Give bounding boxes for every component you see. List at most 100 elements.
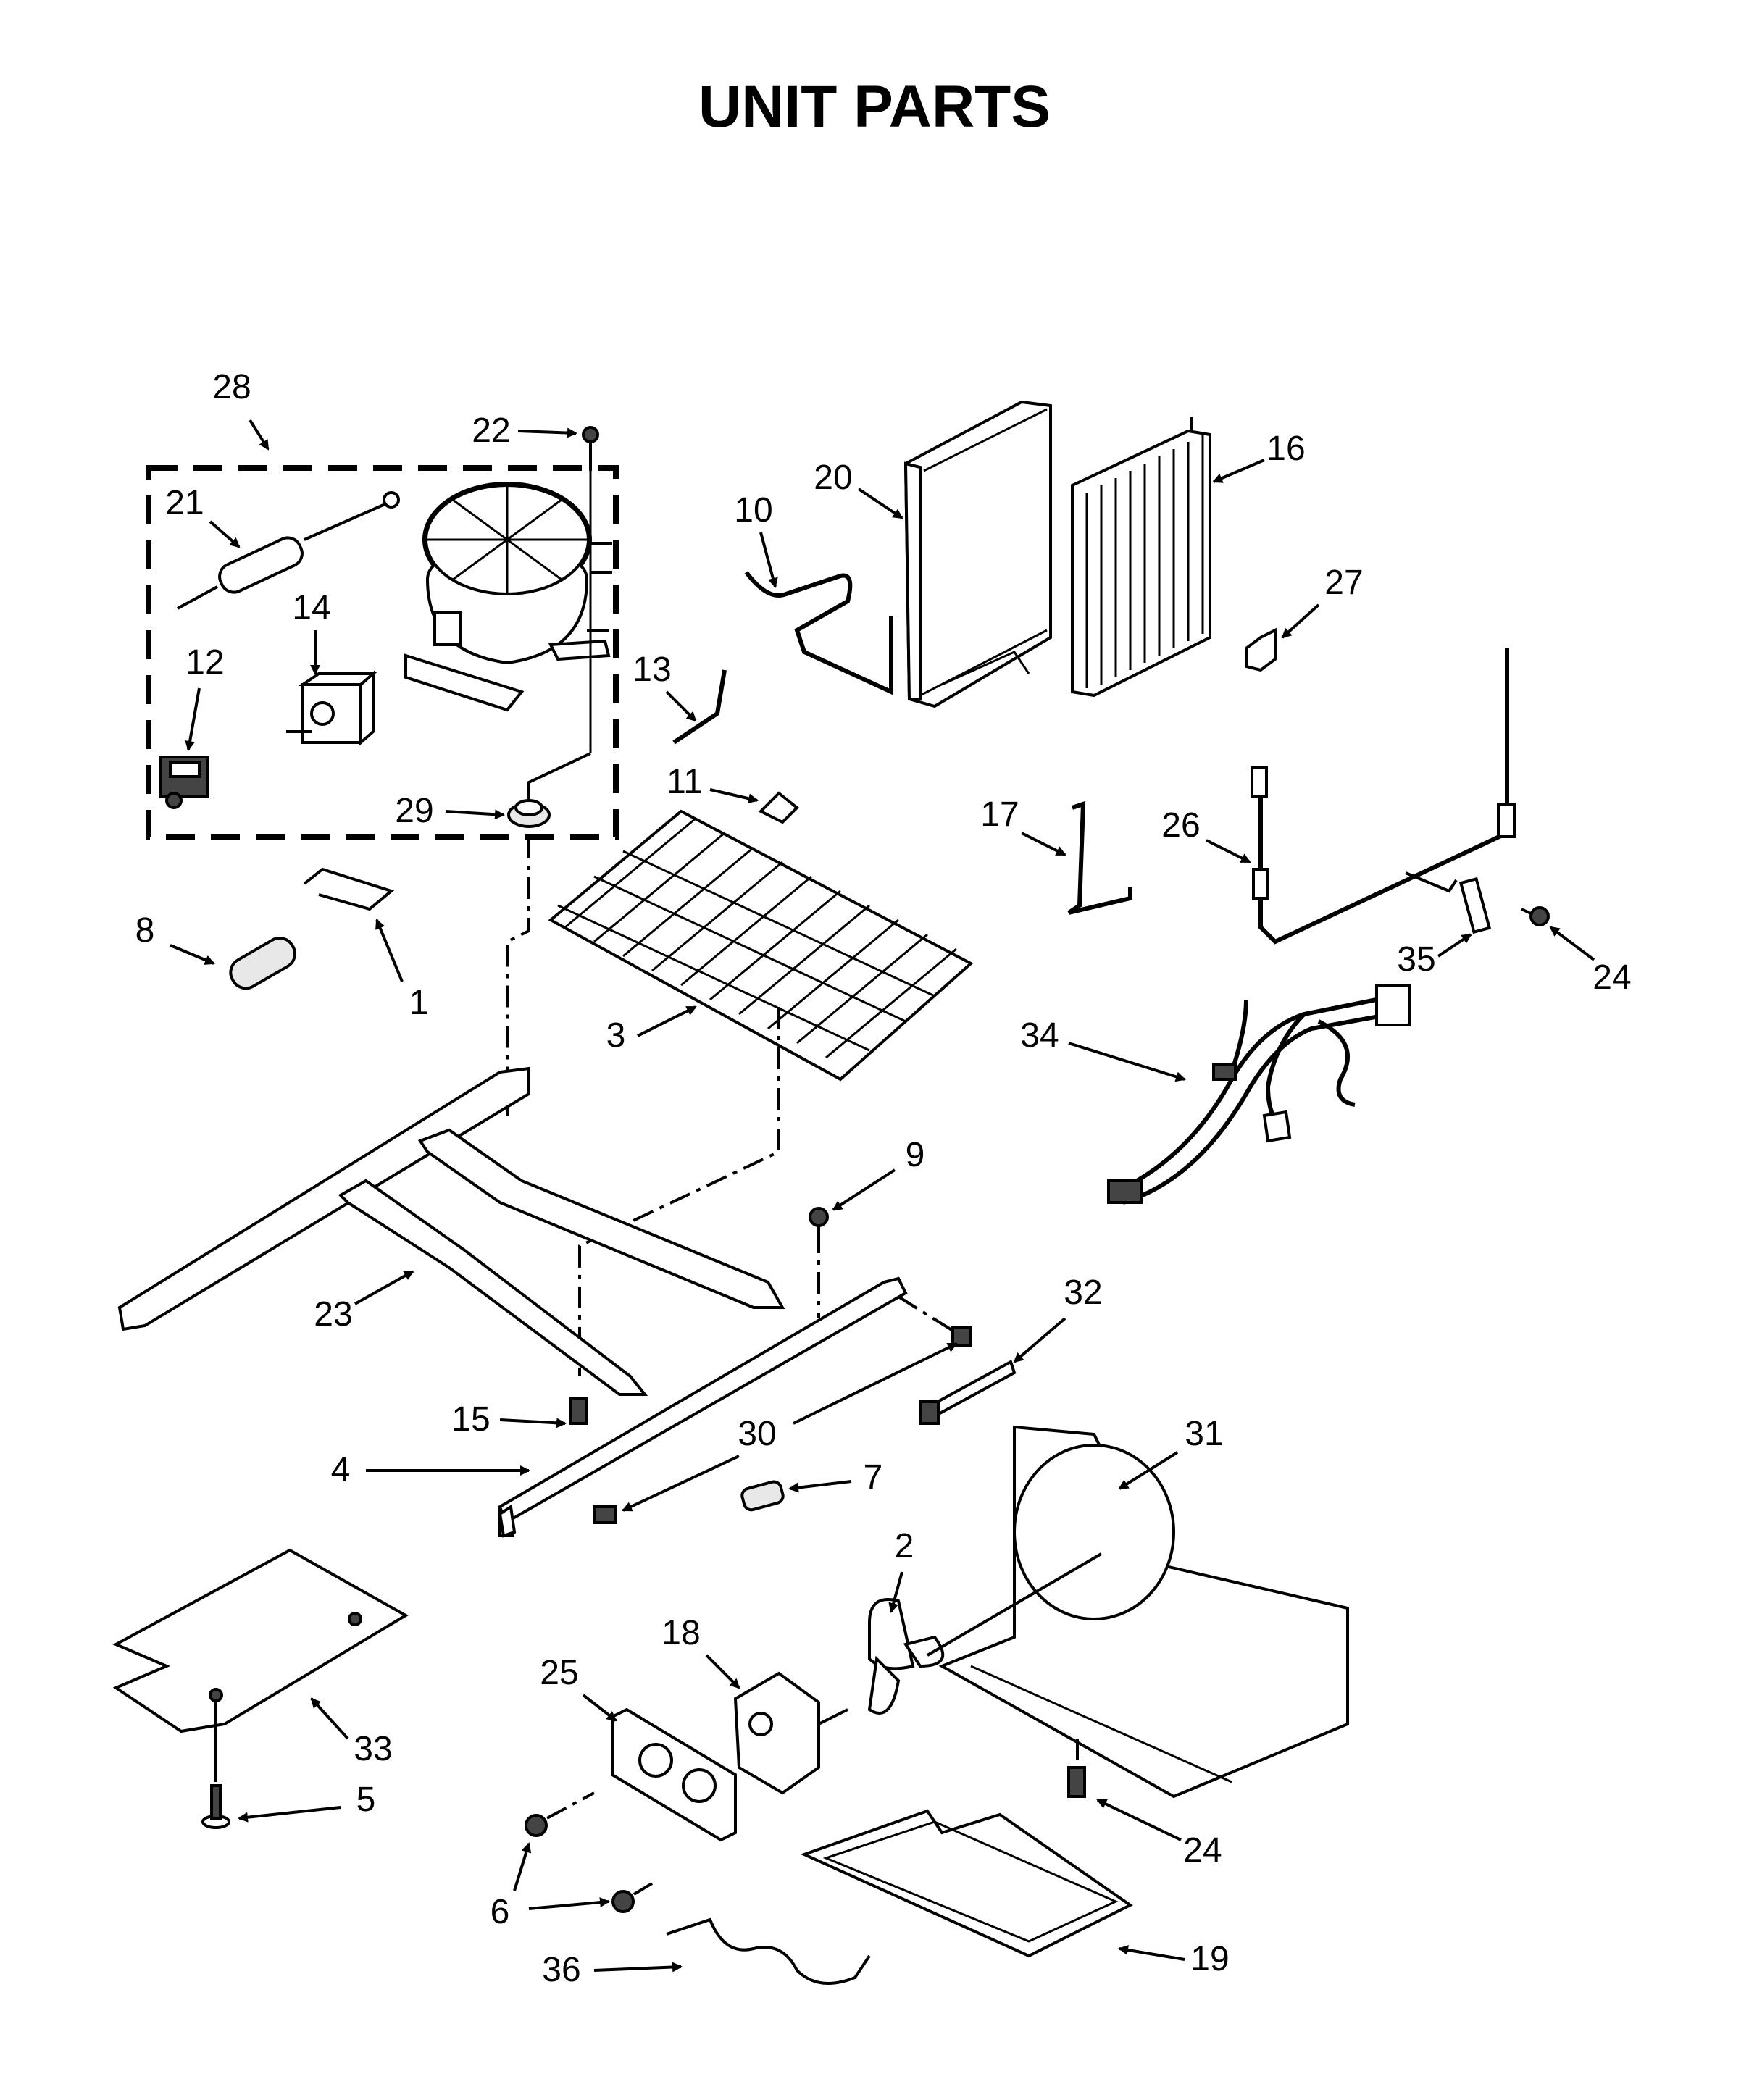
- fan-blade-part: [867, 1552, 1103, 1715]
- svg-text:10: 10: [734, 491, 772, 530]
- clip-11-part: [758, 791, 799, 824]
- svg-text:30: 30: [738, 1415, 776, 1453]
- evaporator-part: [548, 809, 974, 1082]
- plug-7-part: [740, 1480, 785, 1512]
- callout-24-bottom: 24: [1096, 1799, 1222, 1870]
- svg-text:24: 24: [1593, 958, 1631, 997]
- bracket-25-part: [611, 1707, 737, 1842]
- svg-text:12: 12: [185, 643, 224, 682]
- svg-text:14: 14: [292, 589, 330, 627]
- svg-text:22: 22: [472, 411, 510, 450]
- svg-text:24: 24: [1183, 1831, 1222, 1870]
- svg-text:7: 7: [864, 1458, 883, 1497]
- drain-tray-part: [800, 1809, 1133, 1958]
- callout-18: 18: [661, 1614, 740, 1689]
- overload-part: [159, 756, 209, 809]
- svg-text:3: 3: [606, 1016, 626, 1055]
- tube-35-part: [1458, 877, 1492, 934]
- callout-12: 12: [185, 643, 225, 751]
- tube-13-part: [672, 669, 727, 745]
- svg-text:19: 19: [1190, 1940, 1229, 1978]
- callout-11: 11: [667, 763, 759, 804]
- svg-text:36: 36: [542, 1951, 580, 1989]
- svg-text:20: 20: [814, 459, 852, 497]
- callout-29: 29: [395, 792, 505, 830]
- tube-10-part: [744, 571, 893, 695]
- svg-text:1: 1: [409, 984, 429, 1022]
- fan-housing-part: [938, 1425, 1349, 1799]
- grommet-part: [507, 799, 551, 828]
- callout-25: 25: [540, 1654, 617, 1722]
- callout-23: 23: [314, 1270, 414, 1334]
- callout-24-top: 24: [1549, 926, 1632, 997]
- svg-text:25: 25: [540, 1654, 578, 1692]
- callout-3: 3: [606, 1005, 697, 1055]
- condenser-part: [1071, 417, 1211, 698]
- svg-text:13: 13: [633, 651, 671, 689]
- callout-4: 4: [331, 1451, 530, 1489]
- callout-1: 1: [375, 919, 429, 1022]
- sleeve-8-part: [229, 937, 296, 990]
- callout-26: 26: [1161, 806, 1251, 863]
- guide-line: [578, 1007, 780, 1376]
- callout-31: 31: [1118, 1415, 1224, 1490]
- heater-36-part: [666, 1917, 871, 1985]
- svg-text:34: 34: [1020, 1016, 1059, 1055]
- svg-text:17: 17: [980, 795, 1019, 834]
- clip-27-part: [1245, 627, 1277, 672]
- callout-27: 27: [1281, 564, 1364, 639]
- screw-15-part: [569, 1397, 588, 1425]
- callout-22: 22: [472, 411, 577, 450]
- guide-line: [897, 1295, 958, 1334]
- svg-text:5: 5: [356, 1781, 376, 1819]
- svg-text:4: 4: [331, 1451, 351, 1489]
- guide-line: [506, 837, 530, 1116]
- callout-9: 9: [832, 1136, 925, 1211]
- filter-drier-part: [177, 491, 400, 610]
- svg-text:28: 28: [212, 368, 251, 406]
- callout-6: 6: [491, 1842, 610, 1931]
- callout-7: 7: [788, 1458, 883, 1497]
- callout-5: 5: [238, 1781, 376, 1823]
- svg-text:16: 16: [1266, 430, 1305, 468]
- screw-22-part: [582, 426, 599, 471]
- frame-23-part: [117, 1066, 785, 1396]
- fastener-5-part: [201, 1784, 230, 1829]
- callout-36: 36: [542, 1951, 683, 1989]
- screw-9-part: [809, 1207, 829, 1239]
- start-relay-part: [286, 670, 377, 746]
- screw-24-bottom-part: [1067, 1739, 1086, 1798]
- svg-text:35: 35: [1397, 940, 1435, 979]
- callout-32: 32: [1013, 1273, 1103, 1363]
- callout-21: 21: [165, 484, 241, 548]
- callout-8: 8: [135, 911, 215, 965]
- svg-text:9: 9: [906, 1136, 925, 1174]
- screw-6-part: [525, 1791, 654, 1913]
- svg-text:21: 21: [165, 484, 204, 522]
- svg-text:26: 26: [1161, 806, 1200, 845]
- compressor-part: [404, 482, 612, 712]
- callout-20: 20: [814, 459, 903, 519]
- cover-33-part: [112, 1548, 409, 1782]
- svg-text:29: 29: [395, 792, 433, 830]
- callout-15: 15: [451, 1400, 567, 1439]
- svg-text:2: 2: [895, 1527, 914, 1565]
- bar-32-part: [919, 1360, 1017, 1425]
- callout-28: 28: [212, 368, 270, 451]
- svg-text:15: 15: [451, 1400, 490, 1439]
- callout-30: 30: [622, 1342, 958, 1512]
- callout-35: 35: [1397, 933, 1472, 979]
- screw-24-part: [1521, 906, 1550, 926]
- hook-17-part: [1067, 800, 1132, 915]
- svg-text:32: 32: [1064, 1273, 1102, 1312]
- condenser-shroud-part: [903, 400, 1052, 708]
- callout-10: 10: [734, 491, 778, 588]
- callout-34: 34: [1020, 1016, 1186, 1082]
- svg-text:23: 23: [314, 1295, 352, 1334]
- svg-text:18: 18: [661, 1614, 700, 1652]
- callout-2: 2: [888, 1527, 914, 1613]
- fan-motor-part: [733, 1671, 848, 1795]
- svg-text:8: 8: [135, 911, 155, 950]
- clip-1-part: [303, 867, 395, 911]
